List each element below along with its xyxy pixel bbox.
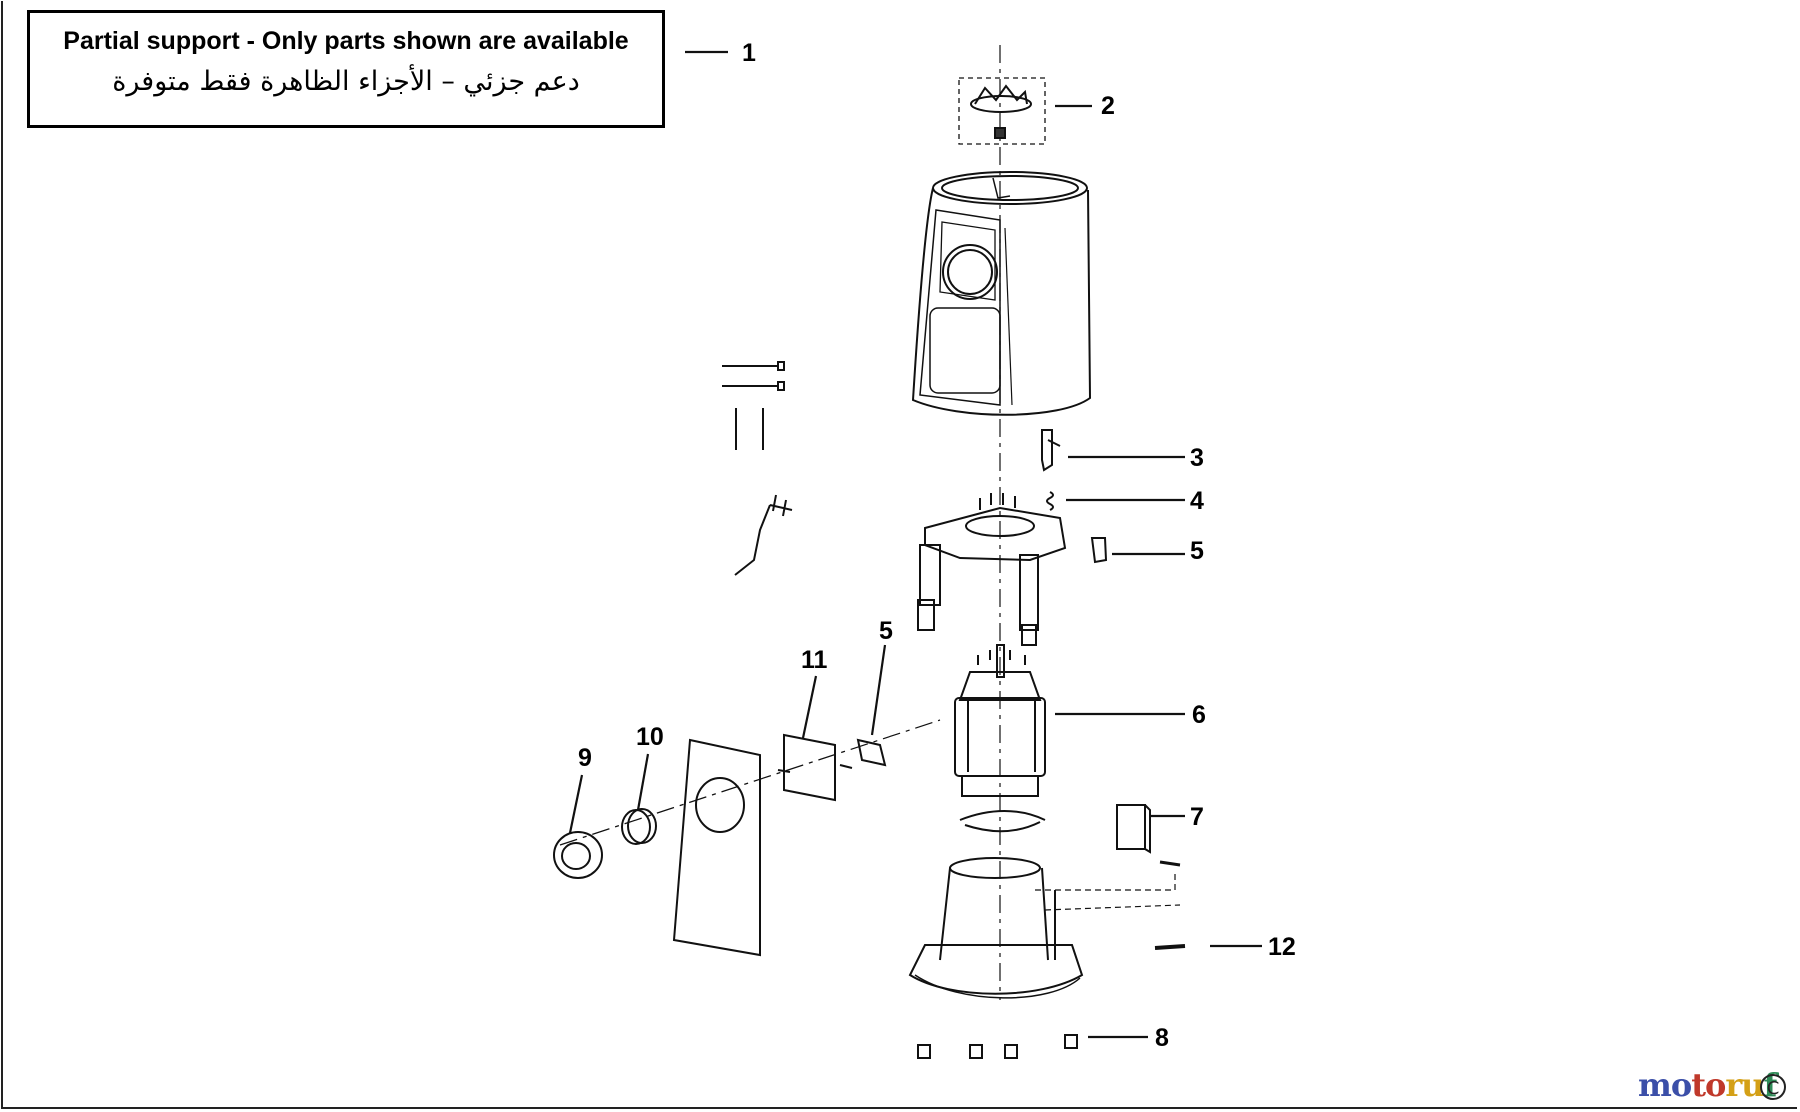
part-knob-ring[interactable]	[621, 808, 657, 845]
part-front-panel[interactable]	[672, 738, 761, 957]
part-spring[interactable]	[1046, 491, 1054, 511]
callout-10: 10	[636, 723, 664, 751]
callout-8: 8	[1155, 1024, 1169, 1052]
callout-12: 12	[1268, 933, 1296, 961]
part-feet[interactable]	[917, 1034, 1078, 1059]
part-accessories	[722, 361, 793, 576]
part-micro-switch[interactable]	[856, 738, 887, 767]
part-motor-mount[interactable]	[917, 493, 1067, 646]
part-pin[interactable]	[1154, 944, 1186, 950]
callout-5a: 5	[1190, 537, 1204, 565]
callout-3: 3	[1190, 444, 1204, 472]
part-latch[interactable]	[1041, 429, 1061, 472]
part-switch[interactable]	[1116, 804, 1151, 854]
copyright-icon: C	[1760, 1074, 1786, 1100]
part-circuit-board[interactable]	[777, 733, 853, 802]
leader-lines	[568, 50, 1262, 1039]
callout-6: 6	[1192, 701, 1206, 729]
part-clip[interactable]	[1090, 537, 1108, 564]
callout-5b: 5	[879, 617, 893, 645]
part-base[interactable]	[908, 857, 1181, 999]
callout-9: 9	[578, 744, 592, 772]
callout-1: 1	[742, 39, 756, 67]
callout-7: 7	[1190, 803, 1204, 831]
callout-2: 2	[1101, 92, 1115, 120]
part-motor[interactable]	[954, 644, 1046, 833]
callout-11: 11	[801, 646, 828, 674]
part-knob[interactable]	[553, 831, 603, 879]
part-upper-housing[interactable]	[911, 171, 1092, 416]
front-axis	[559, 719, 941, 846]
part-coupling[interactable]	[958, 77, 1046, 145]
callout-4: 4	[1190, 487, 1204, 515]
notice-arabic: دعم جزئي – الأجزاء الظاهرة فقط متوفرة	[112, 66, 580, 97]
partial-support-notice: Partial support - Only parts shown are a…	[27, 10, 665, 128]
notice-english: Partial support - Only parts shown are a…	[63, 27, 629, 55]
watermark-logo: motoruf	[1638, 1066, 1777, 1104]
